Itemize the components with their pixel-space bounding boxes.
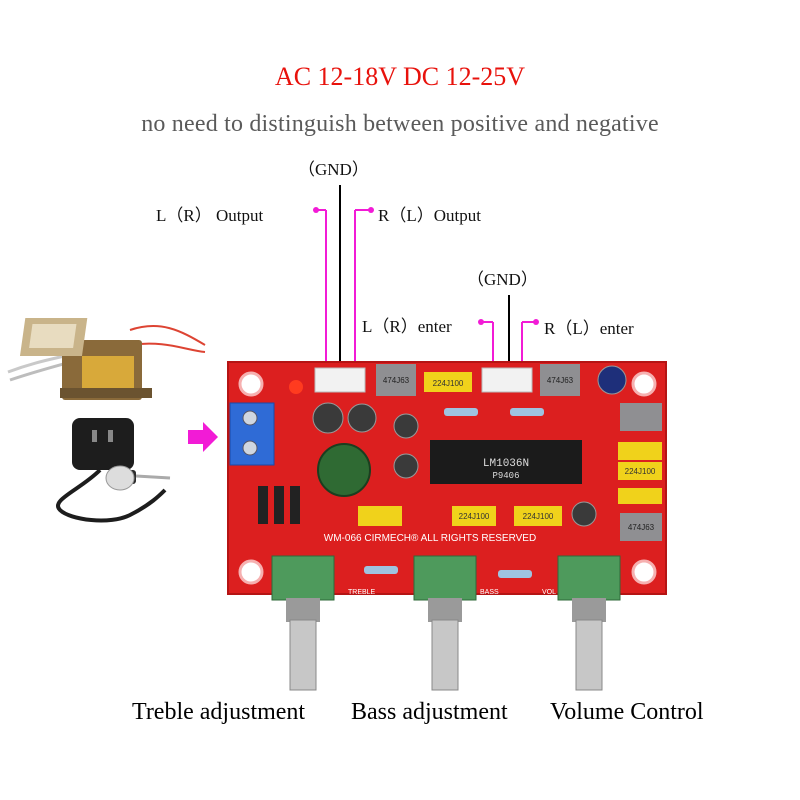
output-gnd-label: （GND） [298, 160, 369, 179]
output-left-label: L（R） Output [156, 206, 264, 225]
bass-knob [413, 555, 477, 691]
chip-label: LM1036N [483, 458, 529, 470]
cap-label: 224J100 [625, 467, 656, 476]
output-right-label: R（L）Output [378, 206, 481, 225]
board-silkscreen: WM-066 CIRMECH® ALL RIGHTS RESERVED [324, 533, 536, 544]
cap-label: 224J100 [433, 379, 464, 388]
cap-label: 474J63 [547, 376, 574, 385]
polarity-note: no need to distinguish between positive … [141, 111, 659, 137]
treble-caption: Treble adjustment [132, 699, 306, 725]
cap-label: 224J100 [523, 512, 554, 521]
input-right-label: R（L）enter [544, 319, 634, 338]
lm1036-chip [430, 440, 582, 484]
volume-caption: Volume Control [550, 699, 704, 725]
chip-sublabel: P9406 [492, 471, 519, 481]
cap-label: 474J63 [383, 376, 410, 385]
vol-silk-label: VOL [542, 589, 556, 596]
treble-knob [271, 555, 335, 691]
input-left-label: L（R）enter [362, 317, 452, 336]
power-adapter-image [56, 418, 171, 523]
volume-knob [557, 555, 621, 691]
output-connector [314, 367, 366, 393]
bass-caption: Bass adjustment [351, 699, 508, 725]
pcb [227, 361, 667, 595]
cap-label: 474J63 [628, 523, 655, 532]
input-gnd-label: （GND） [467, 270, 538, 289]
power-spec-title: AC 12-18V DC 12-25V [274, 62, 526, 91]
output-callout-lines [313, 185, 374, 375]
transformer-image [7, 318, 206, 400]
bass-silk-label: BASS [480, 589, 499, 596]
power-input-arrow [188, 422, 218, 452]
input-connector [481, 367, 533, 393]
treble-silk-label: TREBLE [348, 589, 376, 596]
cap-label: 224J100 [459, 512, 490, 521]
